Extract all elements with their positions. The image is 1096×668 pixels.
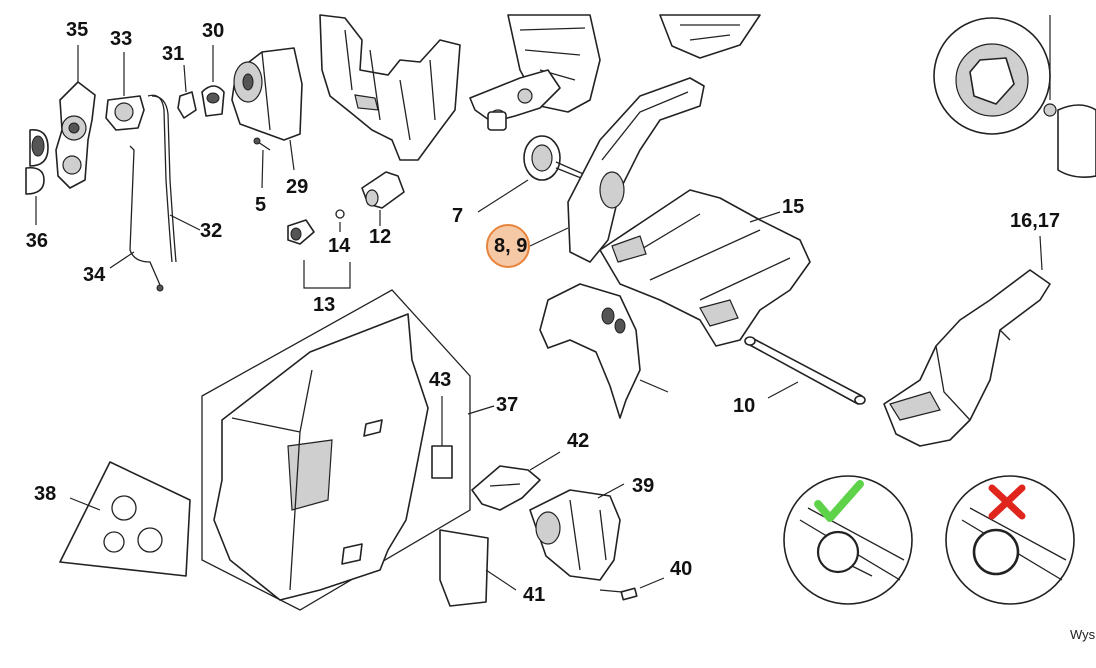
- callout-5: 5: [255, 194, 267, 216]
- part-13-plug: [287, 219, 351, 289]
- part-35-bracket: [55, 45, 96, 189]
- part-34-wire: [109, 145, 164, 292]
- part-38-panel: [59, 461, 191, 577]
- callout-7: 7: [452, 205, 464, 227]
- part-37-housing: [201, 289, 495, 611]
- part-40-clip: [599, 577, 665, 601]
- part-10-rod: [744, 336, 866, 405]
- wheel: [933, 15, 1096, 178]
- callout-38: 38: [34, 483, 57, 505]
- callout-33: 33: [110, 28, 133, 50]
- part-42-bracket: [471, 451, 561, 511]
- callout-29: 29: [286, 176, 309, 198]
- callout-34: 34: [83, 264, 106, 286]
- footer-text: Wys: [1070, 627, 1096, 642]
- part-15-frame: [599, 189, 811, 347]
- part-12-fitting: [361, 171, 405, 226]
- callout-10: 10: [733, 395, 756, 417]
- part-14-oring: [335, 209, 345, 232]
- cross-icon: [988, 484, 1026, 520]
- callout-41: 41: [523, 584, 546, 606]
- highlight-circle: [486, 224, 530, 268]
- valve-manifold: [469, 69, 561, 131]
- callout-15: 15: [782, 196, 805, 218]
- part-16-17-guard: [883, 235, 1051, 447]
- check-icon: [814, 480, 864, 522]
- part-5-screw: [253, 137, 271, 189]
- lower-bracket: [539, 283, 669, 419]
- part-8-9-bracket: [529, 77, 705, 263]
- part-39-pump: [529, 483, 625, 581]
- callout-16-17: 16,17: [1010, 210, 1061, 232]
- callout-12: 12: [369, 226, 392, 248]
- part-43-sticker: [431, 396, 453, 479]
- callout-36: 36: [25, 231, 48, 251]
- callout-35: 35: [66, 19, 89, 41]
- callout-13: 13: [313, 294, 336, 316]
- callout-14: 14: [328, 235, 351, 257]
- callout-31: 31: [162, 43, 185, 65]
- part-29-motor-cover: [231, 47, 303, 171]
- callout-32: 32: [200, 220, 223, 242]
- part-36-cap: [25, 129, 49, 225]
- callout-42: 42: [567, 430, 590, 452]
- callout-37: 37: [496, 394, 519, 416]
- callout-8-9: 8, 9: [494, 236, 528, 256]
- part-33-valve: [105, 52, 145, 131]
- part-41-cover: [439, 529, 517, 607]
- correct-seal-illustration: [783, 475, 913, 605]
- callout-40: 40: [670, 558, 693, 580]
- callout-43: 43: [429, 369, 452, 391]
- callout-30: 30: [202, 20, 225, 42]
- part-30-knob: [201, 45, 225, 117]
- part-32-hose: [147, 94, 201, 263]
- callout-39: 39: [632, 475, 655, 497]
- part-31-knob: [177, 64, 197, 119]
- incorrect-seal-illustration: [945, 475, 1075, 605]
